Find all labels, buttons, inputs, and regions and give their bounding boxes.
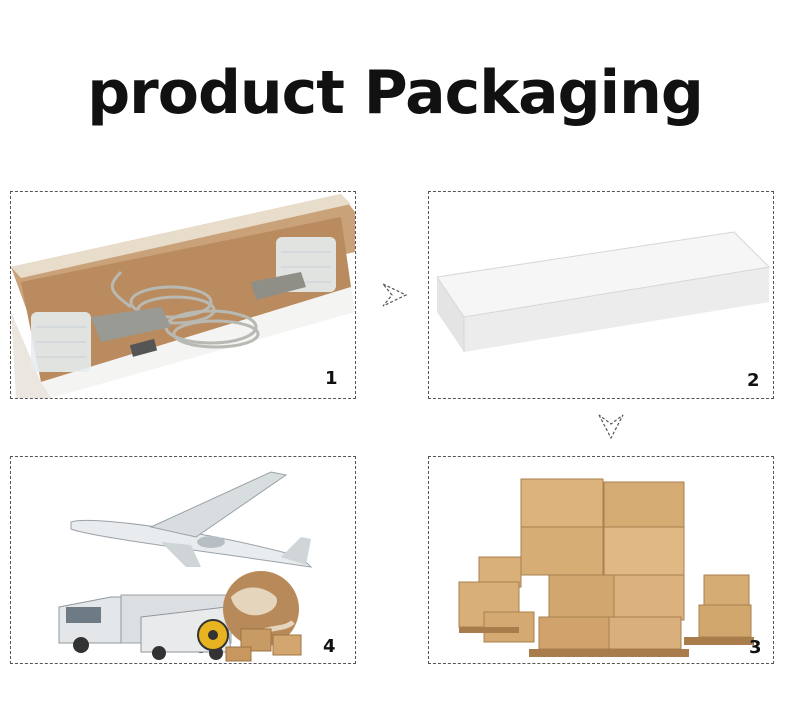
step-number-4: 4 (323, 636, 336, 657)
step-number-3: 3 (749, 637, 762, 658)
dashed-down-arrow-icon (598, 414, 624, 440)
step-number-1: 1 (325, 368, 338, 389)
step-number-2: 2 (747, 370, 760, 391)
step-4-panel: 4 (10, 456, 356, 664)
step-3-panel: 3 (428, 456, 774, 664)
step-2-panel: 2 (428, 191, 774, 399)
open-box-cables-image (11, 194, 355, 398)
dashed-right-arrow-icon (382, 283, 408, 307)
page-title: product Packaging (87, 58, 704, 128)
white-box-image (436, 231, 771, 352)
step-1-panel: 1 (10, 191, 356, 399)
stacked-boxes-image (458, 478, 754, 657)
shipping-transport-image (58, 471, 313, 662)
